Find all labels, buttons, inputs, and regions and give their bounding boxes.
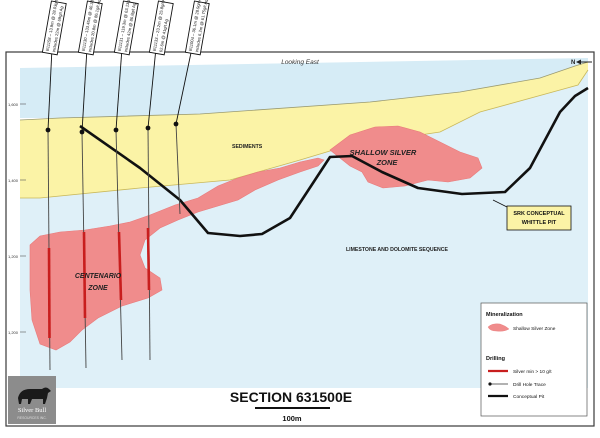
north-label: N xyxy=(571,60,575,66)
elevation-axis: 1,600 1,400 1,200 1,200 xyxy=(8,102,26,335)
elev-label-1: 1,600 xyxy=(8,102,19,107)
shallow-zone-label-1: SHALLOW SILVER xyxy=(350,148,417,157)
legend-pit-label: Conceptual Pit xyxy=(513,394,545,400)
legend-drilling-title: Drilling xyxy=(486,356,505,362)
intercept-b11130 xyxy=(82,231,87,319)
leader-b11004 xyxy=(175,47,193,125)
srk-callout-box xyxy=(506,205,572,231)
intercept-b11158 xyxy=(47,247,51,339)
scale-label: 100m xyxy=(282,414,302,423)
callout-b11004: B11004 – 36.1m @ 28.9g/t Ag includes 6.2… xyxy=(184,0,210,56)
shallow-silver-zone xyxy=(329,125,483,189)
callout-box-b11131 xyxy=(113,0,139,56)
logo-badge xyxy=(8,376,56,424)
leader-b11130 xyxy=(81,47,88,133)
legend-shallow-zone-label: Shallow Silver Zone xyxy=(513,326,556,332)
legend-silver-min-label: Silver min > 10 g/t xyxy=(513,369,552,375)
view-direction-label: Looking East xyxy=(281,59,320,66)
silver-intercepts xyxy=(47,227,151,339)
srk-leader xyxy=(492,199,508,208)
ground-surface xyxy=(19,61,589,121)
legend-drill-trace-label: Drill Hole Trace xyxy=(513,382,546,388)
callout-b11131: B11131 – 119.3m @ 63.13g/t Ag includes 4… xyxy=(113,0,139,56)
sediments-layer xyxy=(20,62,588,198)
callout-b11133: B11133 – 23.2m @ 25.8g/t Ag & 62.6m @ 41… xyxy=(148,0,174,56)
elev-label-3: 1,200 xyxy=(8,254,19,259)
logo-subtitle: RESOURCES INC. xyxy=(17,416,46,420)
callout-leaders xyxy=(47,47,193,133)
leader-b11133 xyxy=(147,47,157,129)
callout-b11130: B11130 – 133.45m @ 40.38g/t Ag includes … xyxy=(77,0,103,56)
srk-label-2: WHITTLE PIT xyxy=(522,220,557,226)
legend-box xyxy=(480,302,588,417)
company-logo: Silver Bull RESOURCES INC. xyxy=(8,376,56,424)
legend-shallow-zone-swatch xyxy=(487,323,510,332)
callout-box-b11130 xyxy=(77,0,103,56)
leader-b11131 xyxy=(115,47,123,131)
intercept-b11131 xyxy=(117,231,123,301)
drill-trace-b11004 xyxy=(175,123,181,215)
ground-band xyxy=(20,58,588,118)
callout-box-b11004 xyxy=(184,0,210,56)
intercept-b11133 xyxy=(146,227,151,291)
elev-label-4: 1,200 xyxy=(8,330,19,335)
centenario-label-1: CENTENARIO xyxy=(75,273,122,280)
section-title: SECTION 631500E xyxy=(230,389,352,405)
callout-b11158: B11158 – 13.9m @ 28.03g/t Ag includes 22… xyxy=(41,0,67,56)
srk-label-1: SRK CONCEPTUAL xyxy=(513,211,565,217)
callout-b11133-line2: 62.6m @ 41g/t Ag xyxy=(158,18,169,53)
centenario-label-2: ZONE xyxy=(87,285,108,292)
shallow-zone-label-2: ZONE xyxy=(376,158,399,167)
leader-b11158 xyxy=(47,47,53,131)
logo-name: Silver Bull xyxy=(18,407,47,414)
legend-drill-collar-icon xyxy=(488,382,492,386)
callout-box-b11133 xyxy=(148,0,174,56)
callout-box-b11158 xyxy=(41,0,67,56)
centenario-zone xyxy=(29,157,325,351)
limestone-label: LIMESTONE AND DOLOMITE SEQUENCE xyxy=(346,247,449,253)
legend-mineralization-title: Mineralization xyxy=(486,312,523,318)
conceptual-pit xyxy=(79,86,589,238)
legend: Mineralization Shallow Silver Zone Drill… xyxy=(480,302,588,417)
north-arrowhead-icon xyxy=(576,59,581,65)
sediments-label: SEDIMENTS xyxy=(232,144,263,150)
bull-icon xyxy=(18,387,51,404)
collar-b11133 xyxy=(145,125,151,131)
elev-label-2: 1,400 xyxy=(8,178,19,183)
